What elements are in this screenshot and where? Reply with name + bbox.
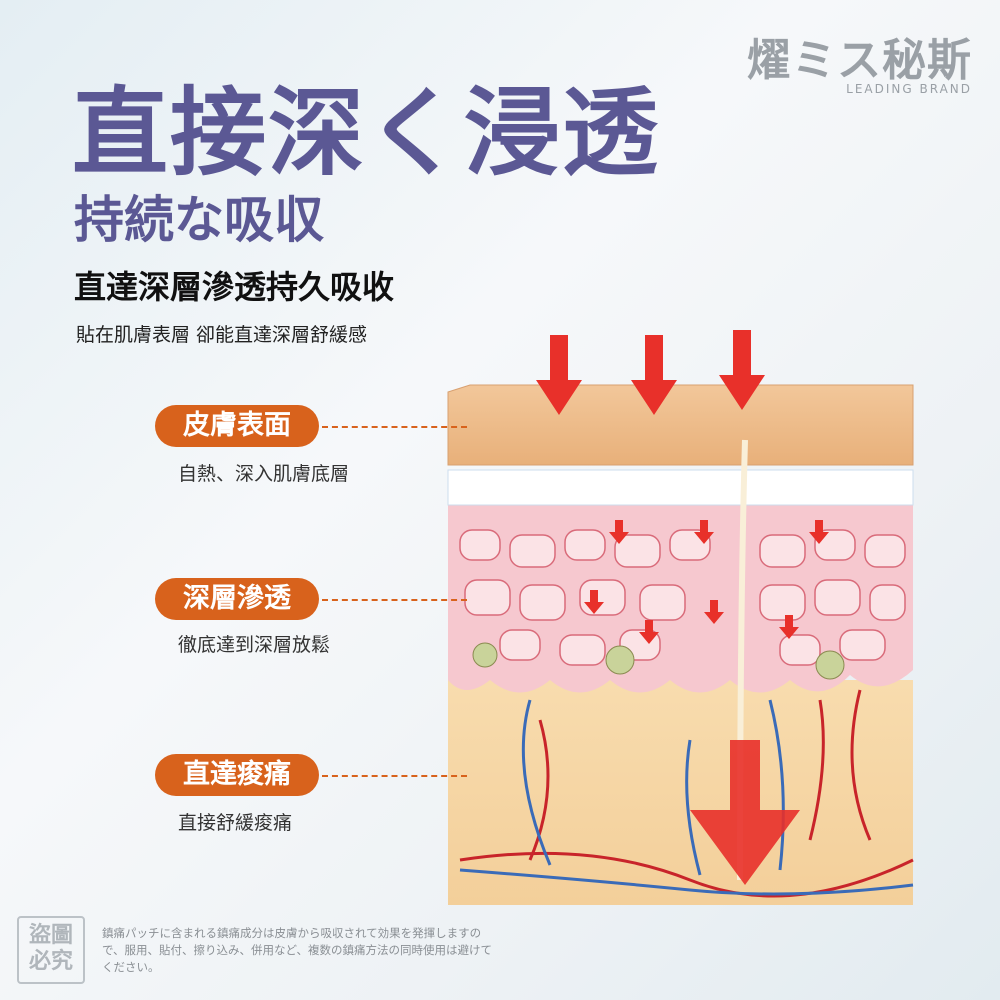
brand-logo: 燿ミス秘斯 LEADING BRAND — [747, 24, 972, 96]
skin-surface-text: 自熱、深入肌膚底層 — [178, 463, 350, 485]
label-reach-pain: 直達痠痛 — [155, 754, 319, 796]
veins — [459, 699, 914, 896]
cells — [459, 529, 906, 666]
main-title: 直接深く浸透 — [72, 76, 660, 189]
logo-tagline: LEADING BRAND — [846, 82, 972, 96]
copyright-stamp: 盜圖必究 — [17, 916, 85, 984]
dashed-line — [322, 599, 467, 601]
red-arrows — [536, 330, 829, 885]
fat-layer — [448, 680, 913, 905]
skin-surface — [447, 384, 914, 466]
headline: 直達深層滲透持久吸收 — [74, 268, 395, 306]
deep-penetration-text: 徹底達到深層放鬆 — [178, 634, 331, 656]
arteries — [459, 689, 914, 898]
usage-note: 鎮痛パッチに含まれる鎮痛成分は皮膚から吸収されて効果を発揮しますので、服用、貼付… — [102, 926, 492, 974]
label-skin-surface: 皮膚表面 — [155, 405, 319, 447]
description: 貼在肌膚表層 卻能直達深層舒緩感 — [76, 324, 368, 346]
dashed-line — [322, 775, 467, 777]
label-deep-penetration: 深層滲透 — [155, 578, 319, 620]
subtitle: 持続な吸収 — [74, 190, 324, 249]
epidermis-line — [447, 469, 914, 506]
reach-pain-text: 直接舒緩痠痛 — [178, 812, 293, 834]
logo-brand: 燿ミス秘斯 — [747, 35, 972, 86]
dashed-line — [322, 426, 467, 428]
skin-layer-illustration — [447, 330, 914, 905]
